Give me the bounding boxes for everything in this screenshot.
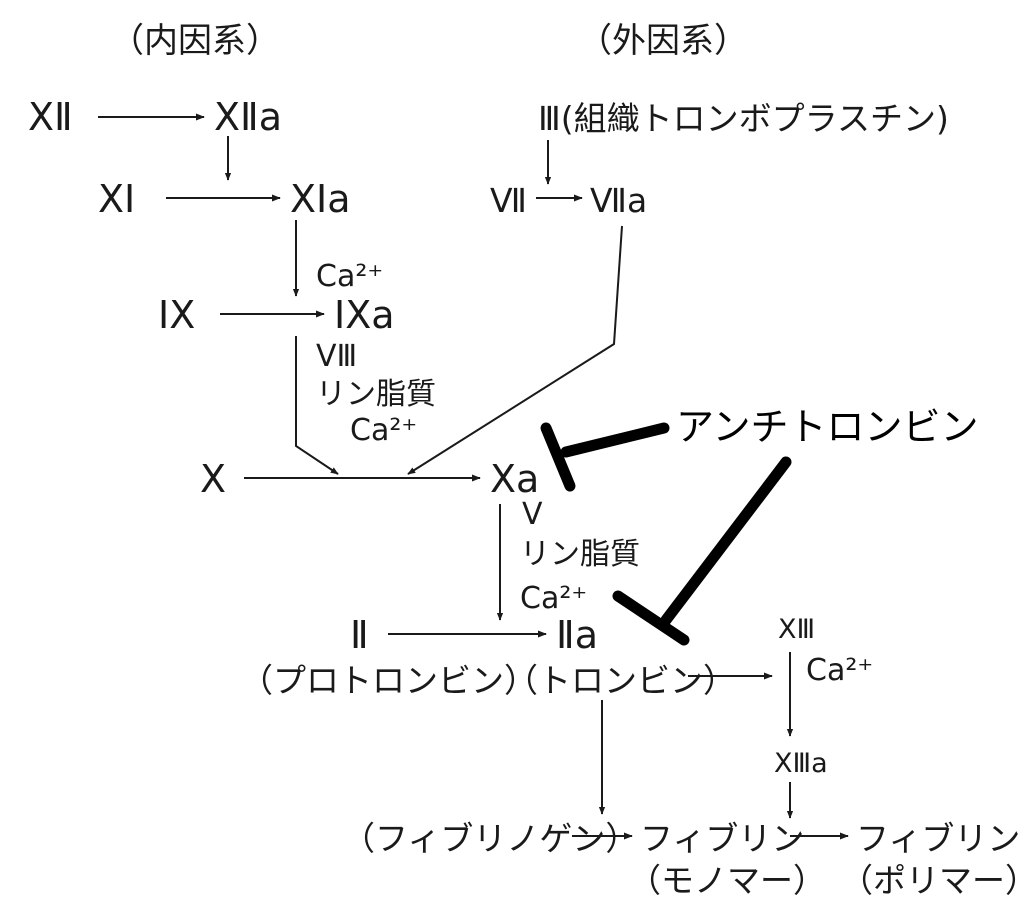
cofactor-calcium-xia: Ca²⁺ xyxy=(316,259,383,294)
node-fibrin-polymer: フィブリン xyxy=(856,819,1020,858)
node-factor-viia: Ⅶa xyxy=(590,181,647,220)
node-factor-x: X xyxy=(200,457,226,501)
inhibition-antithrombin-on-xa xyxy=(540,422,670,492)
arrow-ixa-tenase-to-x-activation xyxy=(295,336,339,475)
node-factor-xiiia: XⅢa xyxy=(774,748,828,779)
node-fibrinogen: （フィブリノゲン） xyxy=(342,819,638,858)
node-prothrombin-name: （プロトロンビン） xyxy=(240,661,537,700)
node-factor-xa: Xa xyxy=(490,457,539,501)
intrinsic-pathway-header: （内因系） xyxy=(110,21,280,61)
node-factor-xia: XⅠa xyxy=(290,177,351,221)
cofactor-factor-v: V xyxy=(522,497,543,532)
cofactor-factor-viii: VⅢ xyxy=(316,339,357,374)
node-factor-ixa: IXa xyxy=(334,293,395,337)
node-fibrin-monomer-subtitle: （モノマー） xyxy=(628,861,826,900)
node-factor-ii: Ⅱ xyxy=(350,613,369,657)
cofactor-calcium-xiii: Ca²⁺ xyxy=(806,653,873,688)
cofactor-calcium-tenase: Ca²⁺ xyxy=(350,413,417,448)
inhibitor-antithrombin-label: アンチトロンビン xyxy=(676,405,978,449)
inhibition-antithrombin-on-thrombin xyxy=(612,456,792,646)
cofactor-phospholipid-prothrombinase: リン脂質 xyxy=(520,537,640,572)
node-fibrin-polymer-subtitle: （ポリマー） xyxy=(840,861,1024,900)
node-factor-iia: Ⅱa xyxy=(556,613,598,657)
extrinsic-pathway-header: （外因系） xyxy=(578,21,748,61)
node-factor-vii: Ⅶ xyxy=(490,181,527,220)
node-thrombin-name: （トロンビン） xyxy=(505,661,736,700)
node-factor-xiii: XⅢ xyxy=(778,614,815,645)
cofactor-calcium-prothrombinase: Ca²⁺ xyxy=(520,581,587,616)
node-fibrin-monomer: フィブリン xyxy=(640,819,804,858)
node-factor-ix: IX xyxy=(158,293,195,337)
node-factor-xi: XⅠ xyxy=(98,177,135,221)
node-factor-iii-tissue-thromboplastin: Ⅲ(組織トロンボプラスチン) xyxy=(538,99,949,138)
arrow-viia-to-x-activation xyxy=(407,225,623,475)
node-factor-xii: XⅡ xyxy=(28,95,73,139)
node-factor-xiia: XⅡa xyxy=(214,95,282,139)
cofactor-phospholipid-tenase: リン脂質 xyxy=(316,377,436,412)
